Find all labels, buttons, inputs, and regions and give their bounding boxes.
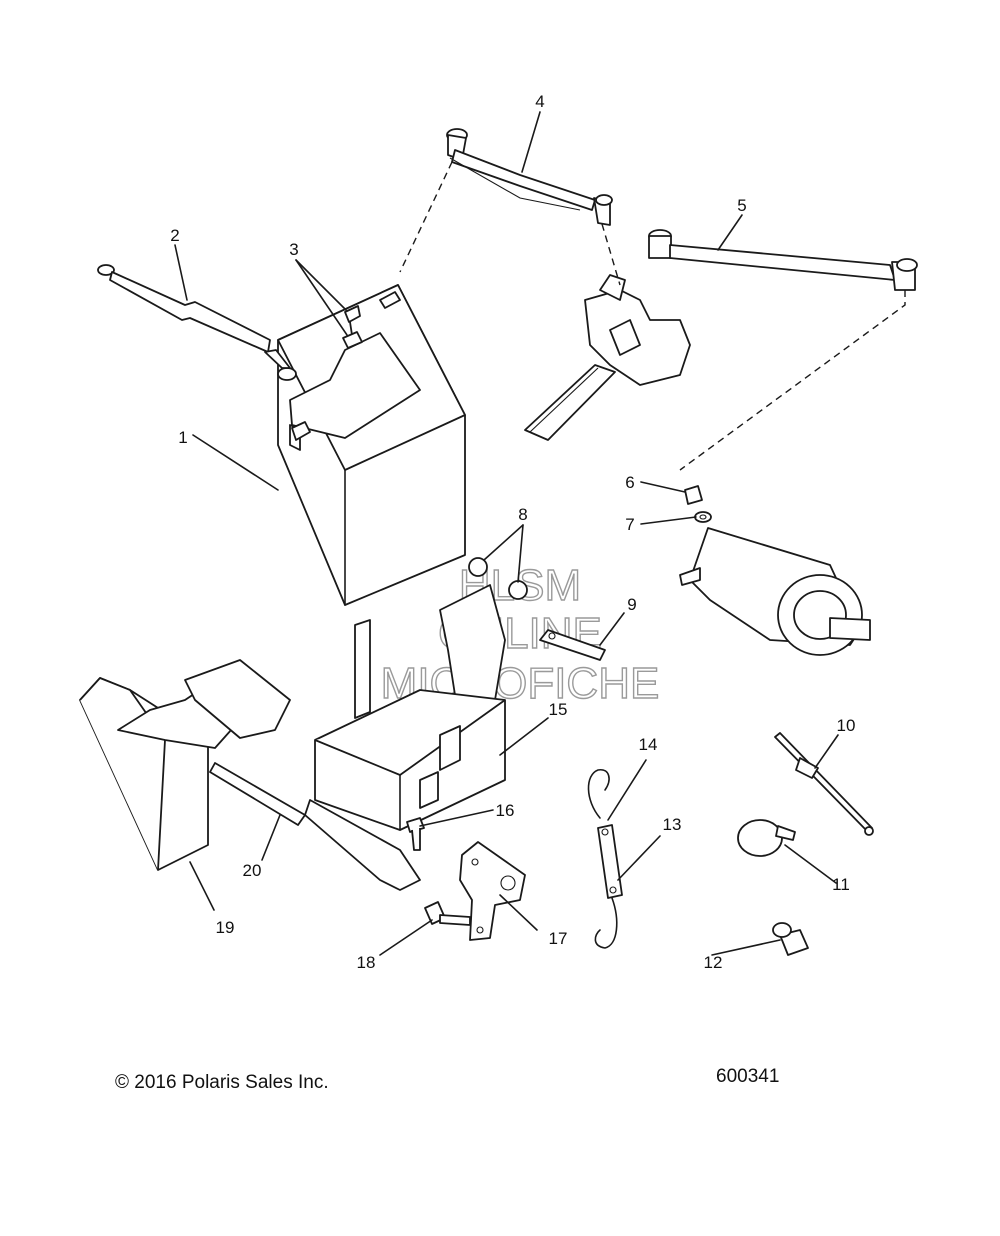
figure-number: 600341 bbox=[716, 1066, 780, 1087]
callout-14: 14 bbox=[639, 735, 658, 754]
strap-clip bbox=[539, 629, 606, 661]
cover-rod bbox=[209, 762, 306, 826]
callout-9: 9 bbox=[627, 595, 636, 614]
callout-1: 1 bbox=[178, 428, 187, 447]
nut-and-washer bbox=[684, 485, 712, 523]
cable-tie bbox=[774, 732, 874, 836]
callout-16: 16 bbox=[496, 801, 515, 820]
routing-lines bbox=[399, 161, 906, 471]
callout-13: 13 bbox=[663, 815, 682, 834]
callout-12: 12 bbox=[704, 953, 723, 972]
copyright-text: © 2016 Polaris Sales Inc. bbox=[115, 1072, 329, 1093]
bracket-bolt bbox=[424, 901, 471, 926]
starter-cable bbox=[648, 229, 918, 291]
terminal-hardware bbox=[342, 305, 363, 349]
callout-4: 4 bbox=[535, 92, 544, 111]
callout-labels: 1 2 3 4 5 6 7 8 9 10 11 12 13 14 15 16 1… bbox=[170, 92, 855, 972]
tray-nuts bbox=[468, 557, 528, 600]
callout-2: 2 bbox=[170, 226, 179, 245]
battery-cable-positive bbox=[446, 128, 613, 226]
callout-7: 7 bbox=[625, 515, 634, 534]
callout-8: 8 bbox=[518, 505, 527, 524]
callout-5: 5 bbox=[737, 196, 746, 215]
starter-motor bbox=[679, 527, 871, 656]
battery-cover bbox=[79, 659, 291, 871]
battery-strap bbox=[587, 769, 623, 949]
leader-lines bbox=[174, 111, 839, 956]
callout-10: 10 bbox=[837, 716, 856, 735]
hose-clamp bbox=[737, 819, 796, 857]
terminal-boot bbox=[772, 922, 809, 956]
callout-19: 19 bbox=[216, 918, 235, 937]
callout-11: 11 bbox=[832, 875, 850, 894]
tray-bolt bbox=[406, 817, 425, 851]
callout-18: 18 bbox=[357, 953, 376, 972]
solenoid-assembly bbox=[524, 274, 691, 441]
mounting-bracket bbox=[459, 841, 526, 941]
callout-6: 6 bbox=[625, 473, 634, 492]
callout-20: 20 bbox=[243, 861, 262, 880]
callout-3: 3 bbox=[289, 240, 298, 259]
battery-tray bbox=[304, 584, 506, 891]
battery bbox=[277, 284, 466, 606]
callout-15: 15 bbox=[549, 700, 568, 719]
callout-17: 17 bbox=[549, 929, 568, 948]
battery-cable-negative bbox=[97, 264, 297, 381]
